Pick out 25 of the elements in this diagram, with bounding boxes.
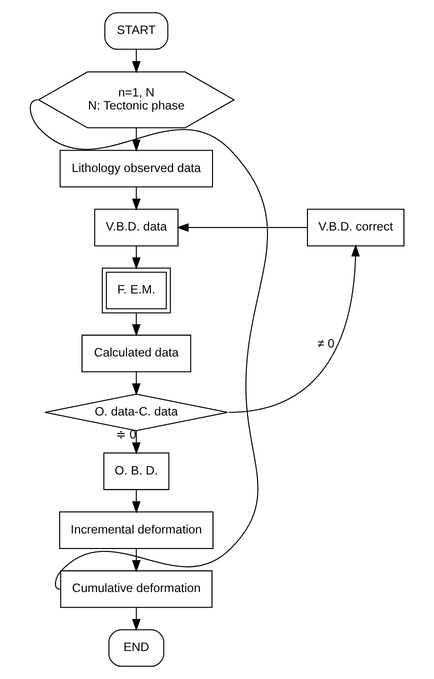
- arrow: [228, 244, 360, 413]
- arrow: [132, 430, 141, 455]
- connector: [30, 99, 268, 590]
- arrow: [176, 223, 308, 232]
- edge-label: ≠ 0: [318, 336, 334, 351]
- node-box: V.B.D. data: [94, 208, 178, 246]
- node-box: Cumulative deformation: [60, 570, 212, 608]
- arrow: [132, 490, 141, 514]
- node-box: F. E.M.: [102, 268, 171, 314]
- arrow: [132, 187, 141, 211]
- node-box: V.B.D. correct: [306, 208, 404, 246]
- node-box: Calculated data: [82, 334, 192, 372]
- arrow: [132, 313, 141, 336]
- arrow: [132, 50, 141, 74]
- node-box: END: [108, 629, 164, 667]
- arrow: [132, 548, 141, 572]
- node-diamond: O. data-C. data: [44, 394, 228, 432]
- arrow: [132, 128, 141, 152]
- node-box: START: [104, 12, 168, 50]
- node-box: O. B. D.: [103, 452, 170, 490]
- arrow: [132, 246, 141, 270]
- arrow: [132, 372, 141, 396]
- node-box: Lithology observed data: [60, 150, 213, 188]
- node-box: Incremental deformation: [59, 511, 214, 549]
- arrow: [132, 607, 141, 632]
